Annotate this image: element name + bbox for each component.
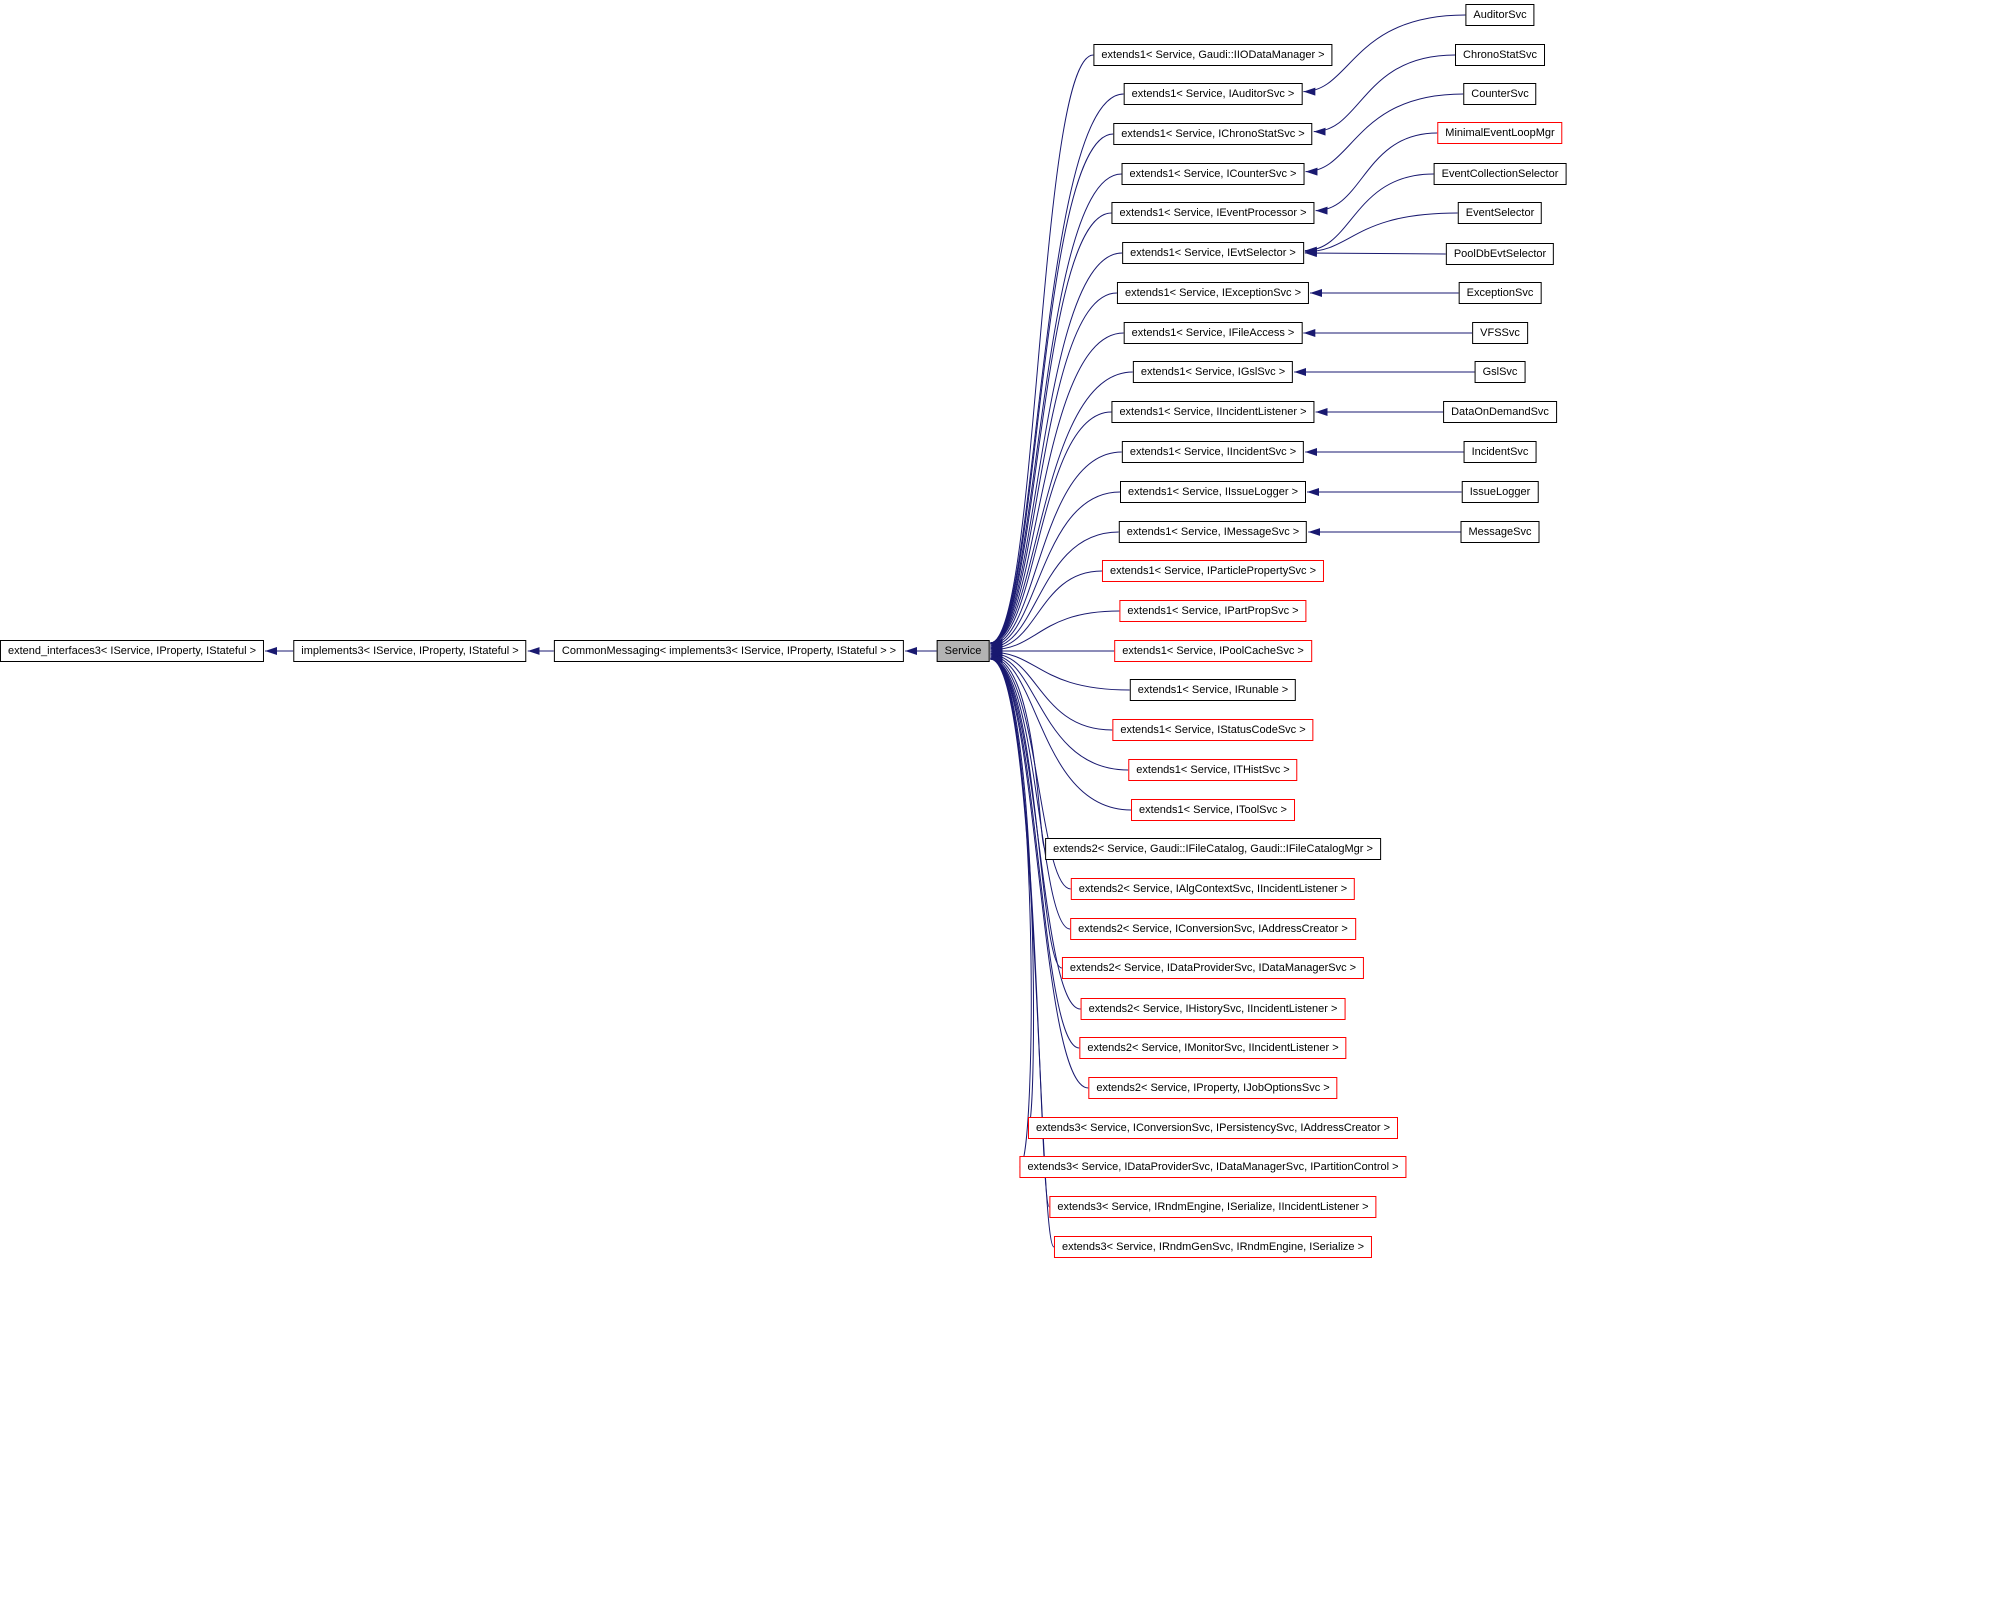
node-ext1-imessagesvc[interactable]: extends1< Service, IMessageSvc >	[1118, 521, 1308, 543]
node-ext1-iexceptionsvc[interactable]: extends1< Service, IExceptionSvc >	[1116, 282, 1310, 304]
node-eventcollectionselector[interactable]: EventCollectionSelector	[1433, 163, 1567, 185]
edge-pooldbevtselector-to-ext1-ievtselector	[1304, 249, 1446, 258]
node-ext1-istatuscodesvc[interactable]: extends1< Service, IStatusCodeSvc >	[1112, 719, 1314, 741]
node-ext3-irndmengine[interactable]: extends3< Service, IRndmEngine, ISeriali…	[1049, 1196, 1377, 1218]
edge-eventcollectionselector-to-ext1-ievtselector	[1304, 173, 1434, 255]
edge-ext1-ithistsvc-to-service	[990, 650, 1129, 771]
edge-ext3-idataprovidersvc-to-service	[990, 655, 1032, 1168]
node-ext2-iconversionsvc[interactable]: extends2< Service, IConversionSvc, IAddr…	[1070, 918, 1356, 940]
node-ext1-ichronostatsvc[interactable]: extends1< Service, IChronoStatSvc >	[1113, 123, 1313, 145]
node-ext2-iproperty[interactable]: extends2< Service, IProperty, IJobOption…	[1088, 1077, 1338, 1099]
edge-ext1-irunable-to-service	[990, 648, 1130, 691]
edge-ext1-iiodatamanager-to-service	[990, 54, 1094, 647]
edge-ext1-iissuelogger-to-service	[990, 491, 1121, 651]
node-messagesvc[interactable]: MessageSvc	[1460, 521, 1540, 543]
node-ext1-ipartpropsvc[interactable]: extends1< Service, IPartPropSvc >	[1119, 600, 1307, 622]
edge-ext1-iexceptionsvc-to-service	[990, 292, 1117, 647]
node-ext1-igslsvc[interactable]: extends1< Service, IGslSvc >	[1132, 361, 1294, 383]
edge-ext1-itoolsvc-to-service	[990, 651, 1132, 811]
node-ext1-itoolsvc[interactable]: extends1< Service, IToolSvc >	[1131, 799, 1295, 821]
node-dataondemandsvc[interactable]: DataOnDemandSvc	[1443, 401, 1557, 423]
edge-ext1-ipartpropsvc-to-service	[990, 610, 1120, 654]
edge-ext2-idataprovidersvc-to-service	[990, 655, 1063, 969]
node-auditorsvc[interactable]: AuditorSvc	[1465, 4, 1535, 26]
node-pooldbevtselector[interactable]: PoolDbEvtSelector	[1445, 243, 1555, 265]
node-ext1-iincidentlistener[interactable]: extends1< Service, IIncidentListener >	[1111, 401, 1315, 423]
edge-ext1-ichronostatsvc-to-service	[990, 133, 1114, 647]
edge-eventselector-to-ext1-ievtselector	[1304, 212, 1458, 256]
node-eventselector[interactable]: EventSelector	[1457, 202, 1543, 224]
edge-ext1-iparticlepropertysvc-to-service	[990, 570, 1102, 653]
node-ext1-iauditorsvc[interactable]: extends1< Service, IAuditorSvc >	[1123, 83, 1303, 105]
edge-ext1-ieventprocessor-to-service	[990, 212, 1112, 647]
node-ext3-irndmgensvc[interactable]: extends3< Service, IRndmGenSvc, IRndmEng…	[1053, 1236, 1373, 1258]
edge-ext1-iincidentsvc-to-service	[990, 451, 1122, 649]
edge-ext1-iincidentlistener-to-service	[990, 411, 1112, 648]
node-extend-interfaces3[interactable]: extend_interfaces3< IService, IProperty,…	[0, 640, 265, 662]
edge-minimaleventloopmgr-to-ext1-ieventprocessor	[1315, 132, 1438, 215]
node-ext1-iincidentsvc[interactable]: extends1< Service, IIncidentSvc >	[1121, 441, 1305, 463]
node-vfssvc[interactable]: VFSSvc	[1472, 322, 1528, 344]
node-ext3-idataprovidersvc[interactable]: extends3< Service, IDataProviderSvc, IDa…	[1019, 1156, 1407, 1178]
node-implements3[interactable]: implements3< IService, IProperty, IState…	[293, 640, 527, 662]
edge-ext1-ifileaccess-to-service	[990, 332, 1124, 647]
node-ext1-iparticlepropertysvc[interactable]: extends1< Service, IParticlePropertySvc …	[1101, 560, 1325, 582]
node-countersvc[interactable]: CounterSvc	[1463, 83, 1537, 105]
node-incidentsvc[interactable]: IncidentSvc	[1463, 441, 1537, 463]
edge-ext1-istatuscodesvc-to-service	[990, 649, 1113, 731]
node-chronostatsvc[interactable]: ChronoStatSvc	[1455, 44, 1545, 66]
node-ext1-ithistsvc[interactable]: extends1< Service, ITHistSvc >	[1128, 759, 1298, 781]
edge-ext2-iconversionsvc-to-service	[990, 655, 1071, 930]
edge-ext2-ifilecatalog-to-service	[990, 652, 1046, 850]
edge-ext3-iconversionsvc-to-service	[990, 655, 1035, 1129]
edge-ext1-ievtselector-to-service	[990, 252, 1123, 647]
node-common-messaging[interactable]: CommonMessaging< implements3< IService, …	[553, 640, 905, 662]
node-issuelogger[interactable]: IssueLogger	[1461, 481, 1539, 503]
node-ext2-imonitorsvc[interactable]: extends2< Service, IMonitorSvc, IInciden…	[1079, 1037, 1347, 1059]
node-service: Service	[936, 640, 990, 662]
node-ext1-iissuelogger[interactable]: extends1< Service, IIssueLogger >	[1120, 481, 1306, 503]
node-ext1-icountersvc[interactable]: extends1< Service, ICounterSvc >	[1121, 163, 1305, 185]
edge-ext2-iproperty-to-service	[990, 655, 1089, 1089]
node-ext3-iconversionsvc[interactable]: extends3< Service, IConversionSvc, IPers…	[1028, 1117, 1398, 1139]
node-minimaleventloopmgr[interactable]: MinimalEventLoopMgr	[1437, 122, 1563, 144]
node-ext1-ievtselector[interactable]: extends1< Service, IEvtSelector >	[1122, 242, 1304, 264]
node-ext2-ifilecatalog[interactable]: extends2< Service, Gaudi::IFileCatalog, …	[1045, 838, 1381, 860]
node-ext1-ifileaccess[interactable]: extends1< Service, IFileAccess >	[1123, 322, 1303, 344]
edge-ext1-imessagesvc-to-service	[990, 531, 1119, 652]
node-ext1-irunable[interactable]: extends1< Service, IRunable >	[1129, 679, 1297, 701]
node-exceptionsvc[interactable]: ExceptionSvc	[1458, 282, 1542, 304]
edge-chronostatsvc-to-ext1-ichronostatsvc	[1313, 54, 1456, 136]
node-ext1-ieventprocessor[interactable]: extends1< Service, IEventProcessor >	[1111, 202, 1315, 224]
node-gslsvc[interactable]: GslSvc	[1474, 361, 1526, 383]
node-ext1-ipoolcachesvc[interactable]: extends1< Service, IPoolCacheSvc >	[1114, 640, 1312, 662]
node-ext2-ihistorysvc[interactable]: extends2< Service, IHistorySvc, IInciden…	[1080, 998, 1346, 1020]
node-ext2-idataprovidersvc[interactable]: extends2< Service, IDataProviderSvc, IDa…	[1061, 957, 1365, 979]
node-ext1-iiodatamanager[interactable]: extends1< Service, Gaudi::IIODataManager…	[1093, 44, 1333, 66]
node-ext2-ialgcontextsvc[interactable]: extends2< Service, IAlgContextSvc, IInci…	[1070, 878, 1356, 900]
